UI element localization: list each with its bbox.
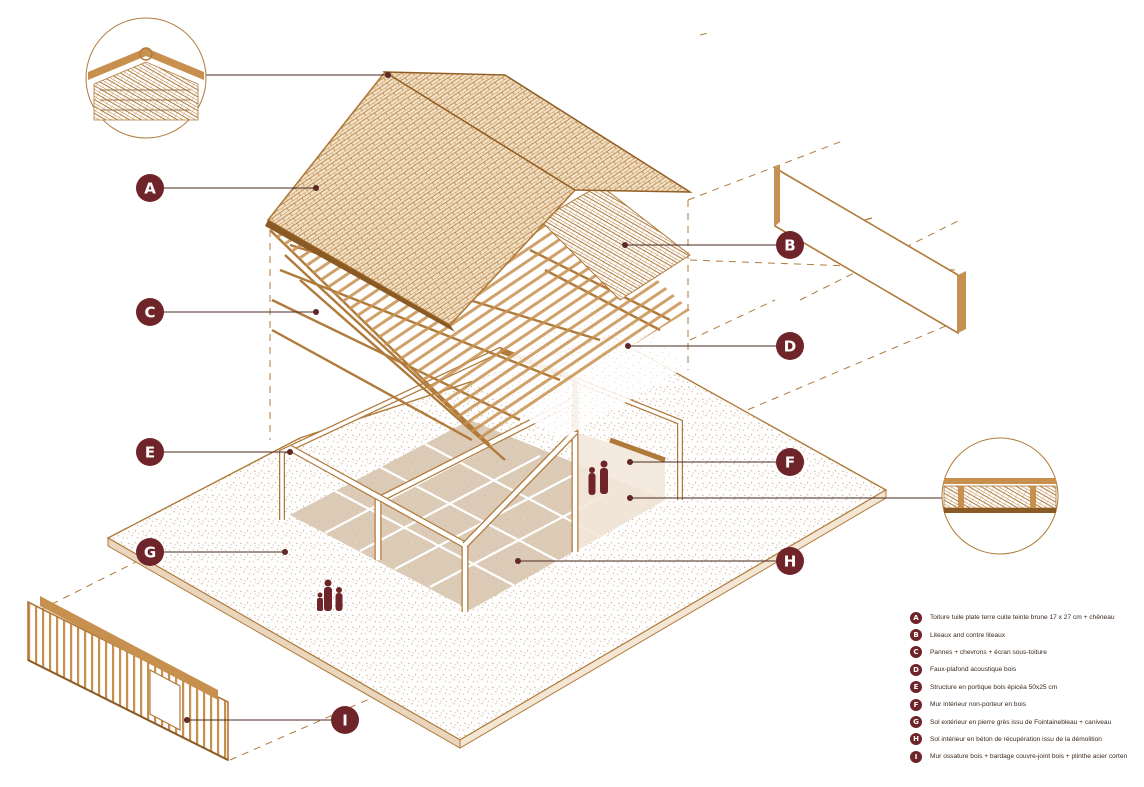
legend-item-f: F Mur intérieur non-porteur en bois — [910, 696, 1140, 713]
projection-lines — [39, 31, 961, 761]
legend-badge: I — [910, 750, 922, 763]
legend-text: Liteaux and contre liteaux — [930, 631, 1006, 639]
legend-badge: E — [910, 681, 922, 694]
marker-F: F — [776, 448, 804, 476]
wall-panel-right — [774, 165, 966, 335]
svg-text:E: E — [145, 444, 155, 462]
legend-item-d: D Faux-plafond acoustique bois — [910, 661, 1140, 678]
legend-item-c: C Pannes + chevrons + écran sous-toiture — [910, 644, 1140, 661]
marker-A: A — [136, 174, 164, 202]
svg-text:D: D — [784, 338, 796, 356]
battens-layer — [539, 184, 691, 301]
roof-gutter — [265, 220, 455, 332]
indoor-concrete-floor — [290, 420, 665, 610]
legend-item-g: G Sol extérieur en pierre grès issu de F… — [910, 713, 1140, 730]
marker-H: H — [776, 547, 804, 575]
legend-item-b: B Liteaux and contre liteaux — [910, 626, 1140, 643]
svg-text:B: B — [784, 237, 795, 255]
human-figures-indoor — [588, 460, 608, 495]
marker-C: C — [136, 298, 164, 326]
legend-text: Structure en portique bois épicéa 50x25 … — [930, 683, 1058, 691]
legend-badge: D — [910, 663, 922, 676]
legend-badge: F — [910, 698, 922, 711]
marker-I: I — [331, 706, 359, 734]
svg-text:A: A — [144, 180, 156, 198]
legend-badge: B — [910, 629, 922, 642]
svg-text:C: C — [144, 304, 155, 322]
human-figures-outdoor — [317, 579, 343, 611]
legend-badge: A — [910, 611, 922, 624]
detail-circle-roof-ridge — [85, 17, 207, 139]
legend-text: Faux-plafond acoustique bois — [930, 666, 1017, 674]
marker-D: D — [776, 332, 804, 360]
legend-item-i: I Mur ossature bois + bardage couvre-joi… — [910, 748, 1140, 765]
marker-E: E — [136, 438, 164, 466]
svg-text:H: H — [784, 553, 797, 571]
svg-text:F: F — [785, 454, 795, 472]
legend-text: Mur intérieur non-porteur en bois — [930, 701, 1027, 709]
legend-badge: C — [910, 646, 922, 659]
legend-text: Toiture tuile plate terre cuite teinte b… — [930, 614, 1115, 622]
marker-G: G — [136, 538, 164, 566]
detail-circle-floor-section — [941, 437, 1059, 555]
legend-item-h: H Sol intérieur en béton de récupération… — [910, 731, 1140, 748]
legend-badge: G — [910, 716, 922, 729]
legend-text: Sol extérieur en pierre grès issu de Foi… — [930, 718, 1112, 726]
legend-text: Pannes + chevrons + écran sous-toiture — [930, 648, 1047, 656]
timber-frame-wall — [27, 596, 229, 762]
roof-ridge — [383, 71, 692, 193]
svg-text:I: I — [342, 712, 348, 730]
legend-item-a: A Toiture tuile plate terre cuite teinte… — [910, 609, 1140, 626]
legend: A Toiture tuile plate terre cuite teinte… — [910, 609, 1140, 766]
legend-badge: H — [910, 733, 922, 746]
legend-text: Mur ossature bois + bardage couvre-joint… — [930, 753, 1128, 761]
leader-lines — [150, 72, 945, 723]
legend-text: Sol intérieur en béton de récupération i… — [930, 735, 1102, 743]
marker-B: B — [776, 231, 804, 259]
svg-text:G: G — [144, 544, 156, 562]
legend-item-e: E Structure en portique bois épicéa 50x2… — [910, 679, 1140, 696]
